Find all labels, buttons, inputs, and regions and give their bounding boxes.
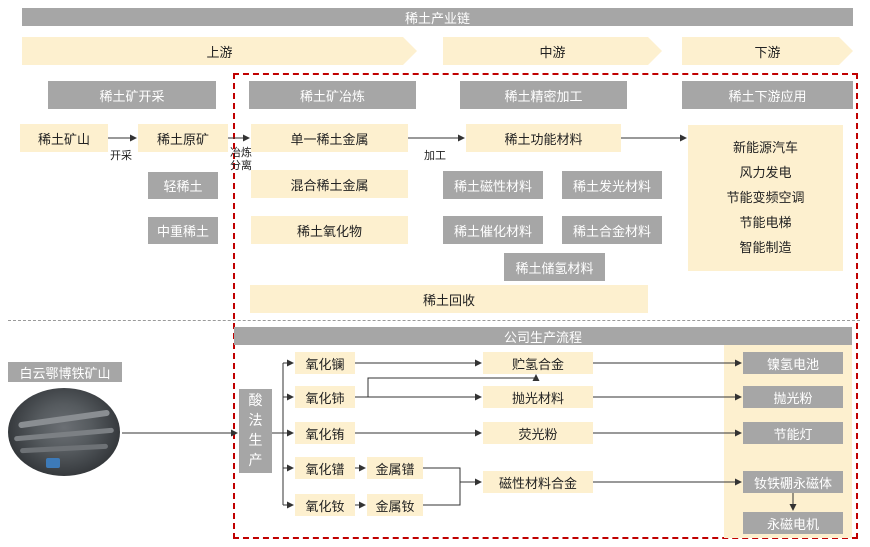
chain-title: 稀土产业链 <box>22 8 853 27</box>
node-catalytic-material: 稀土催化材料 <box>443 216 543 244</box>
acid-char-2: 法 <box>248 413 263 429</box>
node-polishing-powder: 抛光粉 <box>743 386 843 408</box>
node-func-material: 稀土功能材料 <box>466 124 621 152</box>
node-energy-lamp: 节能灯 <box>743 422 843 444</box>
node-nd-oxide: 氧化钕 <box>295 494 355 516</box>
mine-photo <box>8 388 120 476</box>
header-application: 稀土下游应用 <box>682 81 853 109</box>
node-luminescent-material: 稀土发光材料 <box>562 171 662 199</box>
node-pm-motor: 永磁电机 <box>743 512 843 534</box>
node-phosphor: 荧光粉 <box>483 422 593 444</box>
node-alloy-material: 稀土合金材料 <box>562 216 662 244</box>
edge-label-smelt-2: 分离 <box>230 159 252 172</box>
node-ce-oxide: 氧化铈 <box>295 386 355 408</box>
node-ndfeb-magnet: 钕铁硼永磁体 <box>743 471 843 493</box>
node-hydrogen-alloy: 贮氢合金 <box>483 352 593 374</box>
node-oxide: 稀土氧化物 <box>251 216 408 244</box>
application-list: 新能源汽车 风力发电 节能变频空调 节能电梯 智能制造 <box>688 125 843 271</box>
node-polishing-material: 抛光材料 <box>483 386 593 408</box>
node-pr-oxide: 氧化镨 <box>295 457 355 479</box>
app-ac: 节能变频空调 <box>726 190 805 206</box>
node-pr-metal: 金属镨 <box>367 457 423 479</box>
app-wind: 风力发电 <box>739 165 792 181</box>
section-divider <box>8 320 860 321</box>
acid-char-3: 生 <box>248 433 263 449</box>
node-recycle: 稀土回收 <box>250 285 648 313</box>
header-smelting: 稀土矿冶炼 <box>249 81 416 109</box>
node-eu-oxide: 氧化铕 <box>295 422 355 444</box>
app-elevator: 节能电梯 <box>739 215 792 231</box>
company-title: 公司生产流程 <box>234 327 852 346</box>
app-manufacturing: 智能制造 <box>739 240 792 256</box>
node-light-re: 轻稀土 <box>148 172 218 199</box>
app-ev: 新能源汽车 <box>732 140 798 156</box>
node-mixed-metal: 混合稀土金属 <box>251 170 408 198</box>
node-nimh-battery: 镍氢电池 <box>743 352 843 374</box>
node-hydrogen-storage: 稀土储氢材料 <box>504 253 605 281</box>
edge-label-mining: 开采 <box>110 149 132 162</box>
acid-char-4: 产 <box>248 453 263 469</box>
node-single-metal: 单一稀土金属 <box>251 124 408 152</box>
header-finishing: 稀土精密加工 <box>460 81 627 109</box>
node-magnetic-material: 稀土磁性材料 <box>443 171 543 199</box>
header-mining: 稀土矿开采 <box>48 81 216 109</box>
stage-upstream: 上游 <box>22 37 417 65</box>
stage-downstream: 下游 <box>682 37 853 65</box>
edge-label-smelt: 冶炼 分离 <box>230 146 252 172</box>
node-nd-metal: 金属钕 <box>367 494 423 516</box>
edge-label-process: 加工 <box>424 149 446 162</box>
stage-midstream: 中游 <box>443 37 662 65</box>
node-heavy-re: 中重稀土 <box>148 217 218 244</box>
node-magnetic-alloy: 磁性材料合金 <box>483 471 593 493</box>
company-mine-label: 白云鄂博铁矿山 <box>8 362 122 382</box>
acid-char-1: 酸 <box>248 393 263 409</box>
node-la-oxide: 氧化镧 <box>295 352 355 374</box>
node-ore: 稀土原矿 <box>138 124 228 152</box>
node-acid-production: 酸 法 生 产 <box>239 389 272 473</box>
company-scope-frame <box>233 73 858 539</box>
edge-label-smelt-1: 冶炼 <box>230 146 252 159</box>
node-mine: 稀土矿山 <box>20 124 108 152</box>
